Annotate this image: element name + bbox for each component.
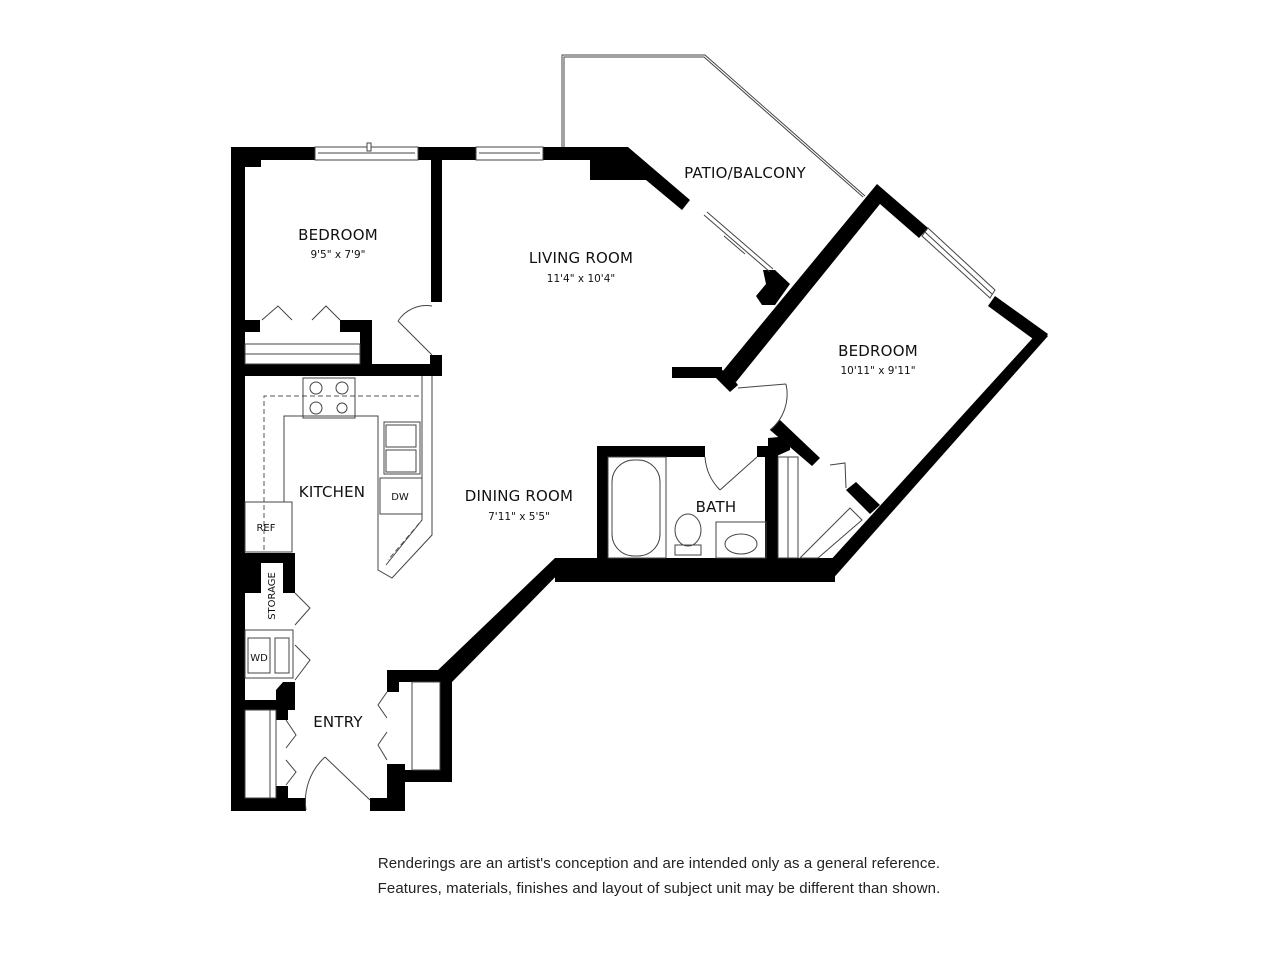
room-dim-living-room: 11'4" x 10'4" xyxy=(547,273,615,285)
room-name-bedroom-2: BEDROOM xyxy=(838,342,918,360)
room-dim-dining-room: 7'11" x 5'5" xyxy=(488,511,550,523)
patio-outline xyxy=(561,54,866,198)
room-name-living-room: LIVING ROOM xyxy=(529,249,633,267)
room-dim-bedroom-1: 9'5" x 7'9" xyxy=(310,249,365,261)
bath-fixtures xyxy=(607,456,767,559)
fixture-label-wd: WD xyxy=(250,653,268,664)
fixture-label-dw: DW xyxy=(391,492,409,503)
fixture-label-storage: STORAGE xyxy=(267,572,278,620)
washer-dryer xyxy=(244,629,294,679)
room-labels: BEDROOM 9'5" x 7'9" LIVING ROOM 11'4" x … xyxy=(250,164,918,731)
room-name-dining-room: DINING ROOM xyxy=(465,487,573,505)
closet-shelving xyxy=(244,343,863,799)
room-name-patio: PATIO/BALCONY xyxy=(684,164,806,182)
room-name-entry: ENTRY xyxy=(313,713,363,731)
disclaimer-line-2: Features, materials, finishes and layout… xyxy=(377,880,941,897)
room-dim-bedroom-2: 10'11" x 9'11" xyxy=(840,365,915,377)
room-name-bedroom-1: BEDROOM xyxy=(298,226,378,244)
room-name-bath: BATH xyxy=(696,498,737,516)
room-name-kitchen: KITCHEN xyxy=(299,483,365,501)
fixture-label-ref: REF xyxy=(256,523,275,534)
windows xyxy=(314,142,996,299)
kitchen-layout xyxy=(244,376,433,579)
doors xyxy=(261,305,847,811)
disclaimer-line-1: Renderings are an artist's conception an… xyxy=(377,855,941,872)
patio-slider-door xyxy=(703,211,774,273)
walls xyxy=(231,147,1048,811)
